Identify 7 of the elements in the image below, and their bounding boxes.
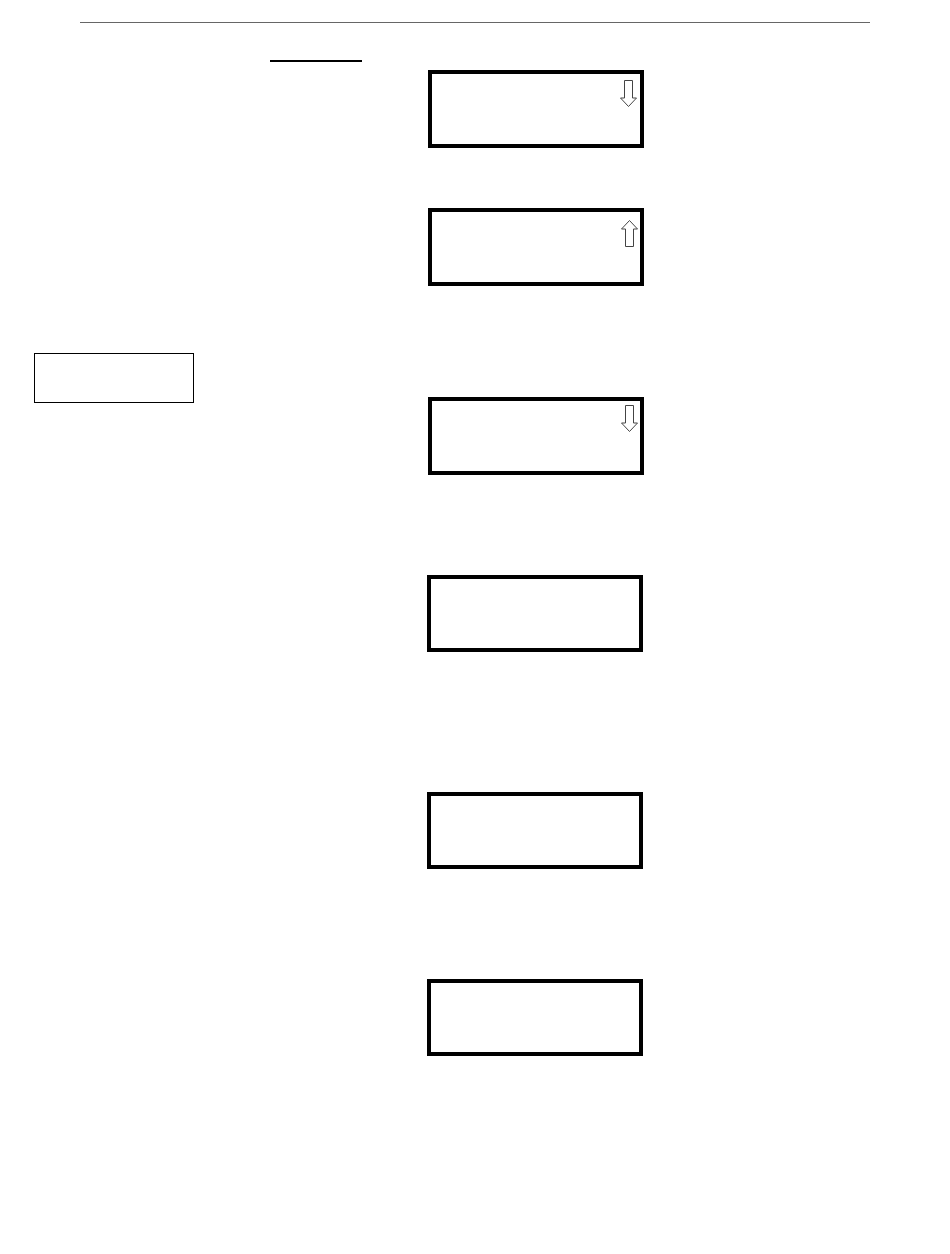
outline-box bbox=[34, 353, 194, 403]
display-box bbox=[427, 979, 643, 1056]
display-box bbox=[428, 70, 644, 148]
display-box bbox=[427, 792, 643, 869]
display-box bbox=[428, 397, 644, 475]
display-box bbox=[427, 575, 643, 652]
display-box bbox=[428, 208, 644, 286]
